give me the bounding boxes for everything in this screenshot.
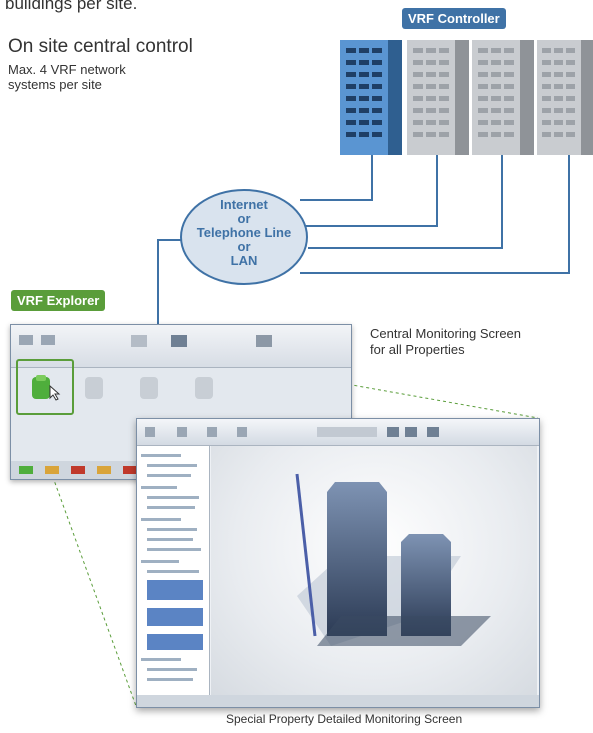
site-gray-icon-2 xyxy=(140,377,158,399)
site-gray-icon-1 xyxy=(85,377,103,399)
onsite-title: On site central control xyxy=(8,36,193,57)
special-property-label: Special Property Detailed Monitoring Scr… xyxy=(226,712,463,726)
building-gray-icon-3 xyxy=(537,40,593,155)
link-building-3 xyxy=(308,155,503,249)
link-building-4 xyxy=(300,155,570,274)
site-gray-icon-3 xyxy=(195,377,213,399)
building-gray-icon-1 xyxy=(407,40,469,155)
building-gray-icon-2 xyxy=(472,40,534,155)
vrf-explorer-tag: VRF Explorer xyxy=(11,290,106,311)
detail-tree-panel xyxy=(137,446,210,695)
header-cut-text: buildings per site. xyxy=(5,0,138,13)
network-line-telephone: Telephone Line xyxy=(196,225,292,240)
network-line-lan: LAN xyxy=(230,253,258,268)
detail-3d-buildings xyxy=(295,473,491,646)
link-building-1 xyxy=(300,155,373,201)
detail-tree-lines xyxy=(141,454,203,681)
network-line-or-1: or xyxy=(237,211,251,226)
vrf-controller-tag: VRF Controller xyxy=(402,8,506,29)
explorer-selected-site xyxy=(16,359,74,415)
detail-3d-view xyxy=(211,446,537,695)
network-ellipse xyxy=(180,189,308,285)
central-monitoring-line-1: Central Monitoring Screen xyxy=(370,326,522,341)
detail-toolbar-icons xyxy=(145,427,439,437)
mouse-cursor-icon xyxy=(49,385,61,401)
detail-toolbar xyxy=(137,419,539,446)
network-line-internet: Internet xyxy=(220,197,268,212)
central-monitoring-label: Central Monitoring Screen for all Proper… xyxy=(370,326,521,358)
link-building-2 xyxy=(305,155,438,227)
detail-window-screenshot xyxy=(136,418,540,708)
onsite-subtitle-line-1: Max. 4 VRF network xyxy=(8,62,126,77)
network-line-or-2: or xyxy=(237,239,251,254)
detail-status-bar xyxy=(137,695,539,707)
network-label: Internet or Telephone Line or LAN xyxy=(180,198,308,268)
central-monitoring-line-2: for all Properties xyxy=(370,342,465,357)
site-green-icon xyxy=(32,375,50,399)
onsite-subtitle-line-2: systems per site xyxy=(8,77,102,92)
building-blue-icon xyxy=(340,40,402,155)
explorer-toolbar-icons xyxy=(19,335,272,347)
onsite-subtitle: Max. 4 VRF network systems per site xyxy=(8,62,228,92)
